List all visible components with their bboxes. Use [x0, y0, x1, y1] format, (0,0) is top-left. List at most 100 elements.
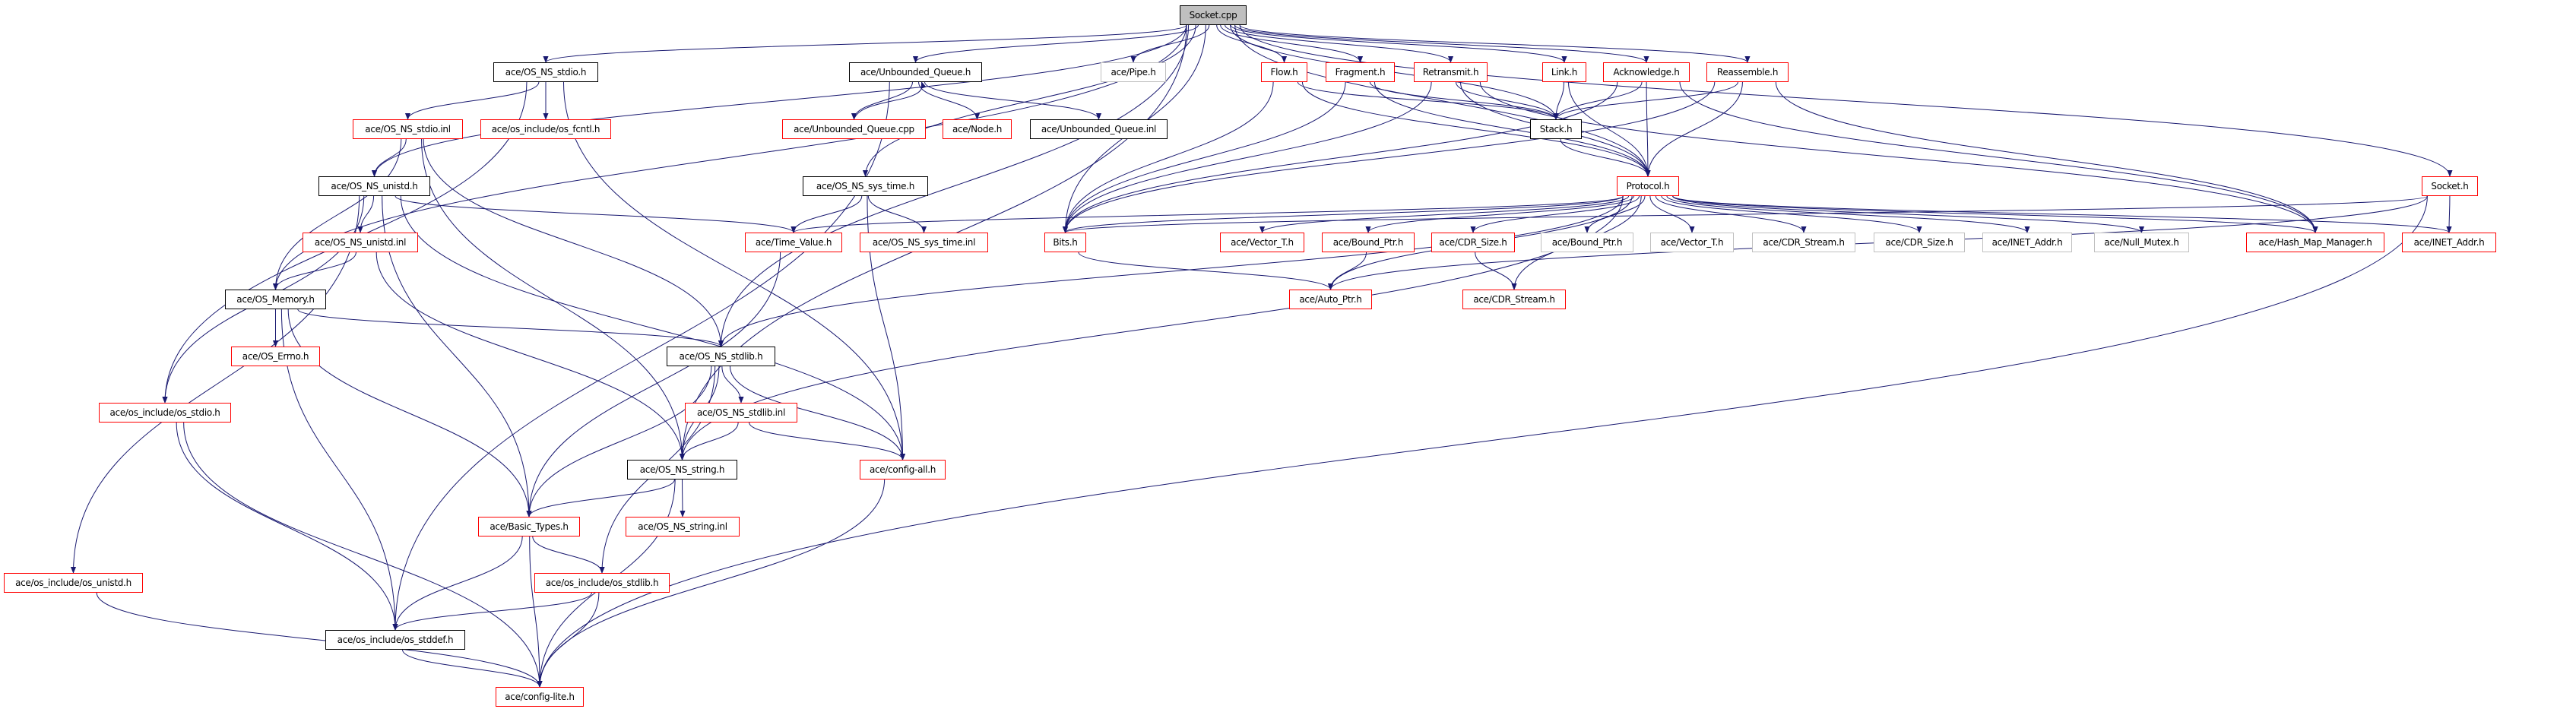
graph-edge-os_stdlib_h-to-config_lite_h	[537, 592, 600, 688]
graph-edge-flow_h-to-protocol_h	[1301, 81, 1651, 177]
graph-node-label: ace/Auto_Ptr.h	[1299, 294, 1362, 305]
graph-node-ace-inet-addr-h-external[interactable]: ace/INET_Addr.h	[1982, 233, 2072, 252]
graph-node-ace-basic-types-h[interactable]: ace/Basic_Types.h	[478, 517, 580, 536]
graph-node-link-h[interactable]: Link.h	[1542, 62, 1586, 82]
graph-node-fragment-h[interactable]: Fragment.h	[1326, 62, 1395, 82]
graph-edge-socket_cpp-to-os_ns_stdlib_h	[718, 24, 1190, 347]
graph-node-label: ace/OS_NS_unistd.inl	[314, 237, 407, 248]
graph-edge-retransmit_h-to-bits_h	[1062, 81, 1432, 233]
graph-node-ace-os-ns-unistd-inl[interactable]: ace/OS_NS_unistd.inl	[303, 233, 418, 252]
graph-node-label: Link.h	[1551, 67, 1578, 78]
graph-node-retransmit-h[interactable]: Retransmit.h	[1414, 62, 1488, 82]
graph-node-label: ace/os_include/os_stdio.h	[109, 407, 220, 418]
graph-node-ace-unbounded-queue-cpp[interactable]: ace/Unbounded_Queue.cpp	[782, 119, 926, 139]
graph-node-ace-os-ns-stdlib-inl[interactable]: ace/OS_NS_stdlib.inl	[685, 403, 797, 423]
graph-edge-os_ns_stdio_inl-to-os_ns_stdlib_h	[423, 138, 724, 347]
graph-node-ace-null-mutex-h-external[interactable]: ace/Null_Mutex.h	[2094, 233, 2189, 252]
graph-node-ace-os-ns-stdio-h[interactable]: ace/OS_NS_stdio.h	[493, 62, 598, 82]
graph-node-ace-os-ns-stdlib-h[interactable]: ace/OS_NS_stdlib.h	[667, 347, 775, 366]
graph-edge-reassemble_h-to-bits_h	[1062, 81, 1716, 233]
graph-node-label: ace/Bound_Ptr.h	[1551, 237, 1623, 248]
graph-node-label: ace/OS_NS_unistd.h	[331, 181, 418, 191]
graph-node-ace-os-ns-string-inl[interactable]: ace/OS_NS_string.inl	[626, 517, 740, 536]
graph-node-label: Stack.h	[1539, 124, 1573, 135]
graph-edge-protocol_h-to-vector_t_h_ext	[1649, 195, 1695, 233]
graph-node-bits-h[interactable]: Bits.h	[1044, 233, 1086, 252]
graph-node-flow-h[interactable]: Flow.h	[1261, 62, 1307, 82]
graph-edge-basic_types_h-to-os_stddef_h	[392, 536, 523, 631]
graph-edge-socket_cpp-to-reassemble_h	[1239, 24, 1751, 63]
graph-node-ace-os-ns-sys-time-h[interactable]: ace/OS_NS_sys_time.h	[803, 176, 928, 196]
graph-node-ace-os-include-os-fcntl-h[interactable]: ace/os_include/os_fcntl.h	[480, 119, 611, 139]
graph-edge-socket_h-to-config_lite_h	[537, 195, 2428, 688]
graph-node-ace-os-errno-h[interactable]: ace/OS_Errno.h	[231, 347, 320, 366]
graph-node-ace-pipe-h-external[interactable]: ace/Pipe.h	[1101, 62, 1166, 82]
graph-node-ace-time-value-h[interactable]: ace/Time_Value.h	[745, 233, 842, 252]
graph-node-ace-unbounded-queue-inl[interactable]: ace/Unbounded_Queue.inl	[1030, 119, 1168, 139]
graph-node-ace-unbounded-queue-h[interactable]: ace/Unbounded_Queue.h	[849, 62, 982, 82]
graph-edge-socket_cpp-to-link_h	[1230, 24, 1567, 63]
graph-node-ace-config-lite-h[interactable]: ace/config-lite.h	[496, 687, 584, 707]
graph-node-label: ace/OS_NS_sys_time.h	[816, 181, 915, 191]
graph-node-ace-inet-addr-h[interactable]: ace/INET_Addr.h	[2402, 233, 2496, 252]
graph-node-ace-os-include-os-unistd-h[interactable]: ace/os_include/os_unistd.h	[4, 573, 143, 593]
graph-node-acknowledge-h[interactable]: Acknowledge.h	[1603, 62, 1690, 82]
graph-node-ace-os-include-os-stddef-h[interactable]: ace/os_include/os_stddef.h	[325, 630, 465, 650]
graph-node-label: ace/Vector_T.h	[1660, 237, 1724, 248]
graph-node-ace-config-all-h[interactable]: ace/config-all.h	[860, 460, 946, 480]
graph-node-socket-h[interactable]: Socket.h	[2422, 176, 2478, 196]
graph-node-ace-bound-ptr-h[interactable]: ace/Bound_Ptr.h	[1322, 233, 1415, 252]
graph-node-reassemble-h[interactable]: Reassemble.h	[1706, 62, 1789, 82]
graph-edge-unbounded_queue_h-to-node_h	[918, 81, 981, 120]
graph-node-protocol-h[interactable]: Protocol.h	[1617, 176, 1679, 196]
graph-edge-protocol_h-to-inet_addr_h_ext	[1666, 195, 2030, 233]
graph-node-ace-os-ns-unistd-h[interactable]: ace/OS_NS_unistd.h	[318, 176, 430, 196]
graph-edge-os_ns_string_h-to-basic_types_h	[526, 479, 675, 518]
graph-edge-os_unistd_h-to-config_lite_h	[96, 592, 543, 688]
graph-node-label: ace/Basic_Types.h	[490, 521, 569, 532]
graph-node-ace-os-include-os-stdlib-h[interactable]: ace/os_include/os_stdlib.h	[534, 573, 670, 593]
graph-node-ace-cdr-stream-h[interactable]: ace/CDR_Stream.h	[1462, 290, 1566, 309]
graph-edge-os_stdio_h-to-config_lite_h	[183, 422, 543, 688]
graph-edge-fragment_h-to-protocol_h	[1374, 81, 1651, 177]
graph-node-label: ace/config-lite.h	[505, 692, 575, 702]
graph-node-stack-h[interactable]: Stack.h	[1530, 119, 1582, 139]
graph-node-label: Socket.h	[2431, 181, 2469, 191]
graph-node-ace-auto-ptr-h[interactable]: ace/Auto_Ptr.h	[1289, 290, 1372, 309]
graph-node-ace-bound-ptr-h-external[interactable]: ace/Bound_Ptr.h	[1541, 233, 1633, 252]
graph-edge-flow_h-to-bits_h	[1062, 81, 1274, 233]
graph-edge-protocol_h-to-bound_ptr_h_ext	[1584, 195, 1646, 233]
graph-edge-os_memory_h-to-basic_types_h	[287, 309, 532, 518]
graph-node-label: ace/OS_NS_stdlib.h	[679, 351, 763, 362]
graph-node-ace-os-ns-string-h[interactable]: ace/OS_NS_string.h	[627, 460, 737, 480]
graph-edge-os_ns_unistd_h-to-time_value_h	[394, 195, 797, 233]
graph-edge-os_ns_stdlib_h-to-os_ns_stdlib_inl	[721, 366, 744, 404]
graph-node-ace-os-ns-stdio-inl[interactable]: ace/OS_NS_stdio.inl	[353, 119, 463, 139]
graph-node-ace-vector-t-h-external[interactable]: ace/Vector_T.h	[1650, 233, 1734, 252]
graph-node-label: ace/INET_Addr.h	[1991, 237, 2063, 248]
graph-node-ace-vector-t-h[interactable]: ace/Vector_T.h	[1220, 233, 1304, 252]
graph-node-label: Retransmit.h	[1422, 67, 1479, 78]
graph-edge-os_ns_sys_time_h-to-time_value_h	[791, 195, 863, 233]
graph-node-ace-os-include-os-stdio-h[interactable]: ace/os_include/os_stdio.h	[99, 403, 231, 423]
graph-edge-socket_h-to-inet_addr_h_red	[2446, 195, 2452, 233]
graph-node-label: ace/CDR_Size.h	[1439, 237, 1507, 248]
graph-node-ace-hash-map-manager-h[interactable]: ace/Hash_Map_Manager.h	[2246, 233, 2384, 252]
graph-edge-protocol_h-to-bits_h	[1063, 195, 1624, 233]
graph-edge-reassemble_h-to-protocol_h	[1645, 81, 1743, 177]
graph-edge-socket_cpp-to-fragment_h	[1220, 24, 1364, 63]
graph-node-ace-cdr-size-h[interactable]: ace/CDR_Size.h	[1431, 233, 1515, 252]
graph-node-ace-os-ns-sys-time-inl[interactable]: ace/OS_NS_sys_time.inl	[860, 233, 988, 252]
graph-node-ace-cdr-stream-h-external[interactable]: ace/CDR_Stream.h	[1752, 233, 1855, 252]
graph-edge-acknowledge_h-to-stack_h	[1553, 81, 1643, 120]
graph-node-label: ace/os_include/os_fcntl.h	[491, 124, 600, 135]
graph-node-label: ace/OS_NS_sys_time.inl	[872, 237, 976, 248]
graph-edge-os_ns_stdlib_inl-to-os_ns_string_h	[679, 422, 739, 461]
graph-node-ace-os-memory-h[interactable]: ace/OS_Memory.h	[225, 290, 326, 309]
graph-node-label: ace/Unbounded_Queue.cpp	[794, 124, 914, 135]
graph-node-ace-cdr-size-h-external[interactable]: ace/CDR_Size.h	[1874, 233, 1965, 252]
graph-edge-os_ns_unistd_h-to-config_all_h	[400, 195, 906, 461]
graph-node-ace-node-h[interactable]: ace/Node.h	[943, 119, 1012, 139]
graph-edge-protocol_h-to-os_ns_stdlib_h	[718, 195, 1624, 347]
graph-edge-os_ns_stdio_inl-to-os_ns_string_h	[421, 138, 686, 461]
